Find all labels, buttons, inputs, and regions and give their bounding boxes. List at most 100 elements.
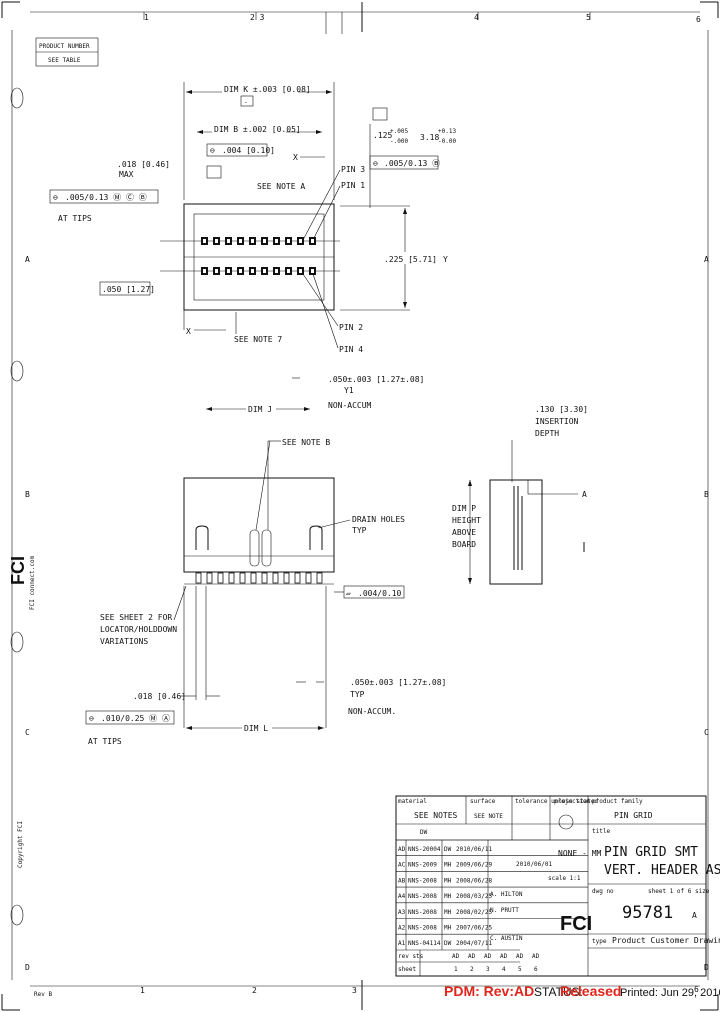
dim-k: DIM K ±.003 [0.08] — [224, 85, 311, 94]
at-tips-front: AT TIPS — [88, 737, 122, 746]
printed-date: Printed: Jun 29, 2010 — [620, 987, 720, 999]
rev-ecn: NNS-20004 — [408, 846, 441, 853]
pin-pad-center — [275, 239, 278, 243]
lead-tail — [294, 572, 301, 584]
lead-row — [195, 572, 323, 584]
position-symbol: ⊖ — [53, 193, 58, 202]
status-label: STATUS: — [534, 985, 583, 999]
zone-top-4: 4 — [474, 13, 479, 22]
drain-holes: DRAIN HOLES — [352, 515, 405, 524]
rev-ecn: NNS-2008 — [408, 909, 437, 916]
row-right-c: C — [704, 728, 709, 737]
pin-pad-center — [251, 239, 254, 243]
top-view: DIM K ±.003 [0.08] - DIM B ±.002 [0.05] … — [49, 82, 456, 414]
rev-letter: AB — [398, 877, 406, 884]
sheet-number-cell: 5 — [518, 966, 522, 973]
brand-vertical: FCI FCI connect.com Copyright FCI — [8, 555, 36, 868]
rev-date: 2008/02/25 — [456, 909, 493, 916]
size-left: .018 [0.46] — [117, 160, 170, 169]
rev-ecn: NNS-2009 — [408, 862, 437, 869]
pitch-row-y1: Y1 — [344, 386, 354, 395]
rev-status-cell: AD — [500, 953, 508, 960]
row-left-b: B — [25, 490, 30, 499]
punch-hole — [10, 87, 24, 109]
tol-b: .004 [0.10] — [222, 146, 275, 155]
insertion-label: INSERTION — [535, 417, 579, 426]
lead-tail — [283, 572, 290, 584]
thickness-tol-bot: -.000 — [390, 138, 408, 145]
dim-p: DIM P — [452, 504, 476, 513]
non-accum-top: NON-ACCUM — [328, 401, 372, 410]
rev-status-cell: AD — [452, 953, 460, 960]
pitch-row: .050±.003 [1.27±.08] — [328, 375, 424, 384]
front-typ: TYP — [350, 690, 365, 699]
zone-top-1: 1 — [144, 13, 149, 22]
rev-ecn: NNS-2008 — [408, 893, 437, 900]
rev-letter: AC — [398, 862, 406, 869]
fci-tagline: FCI connect.com — [29, 555, 36, 610]
datum-x-lower: X — [186, 327, 191, 336]
punch-hole — [10, 631, 24, 653]
rev-by: MH — [444, 909, 452, 916]
coplanarity-symbol: ▱ — [346, 589, 351, 598]
title-label: title — [592, 828, 610, 835]
title-line-1: PIN GRID SMT — [604, 845, 698, 860]
above-label: ABOVE — [452, 528, 476, 537]
size-value: A — [692, 911, 697, 920]
projection-icon — [558, 814, 574, 830]
pin-pad-center — [239, 239, 242, 243]
product-number-value: SEE TABLE — [48, 57, 81, 64]
pin-pad-center — [287, 239, 290, 243]
pin-2: PIN 2 — [339, 323, 363, 332]
non-accum-front: NON-ACCUM. — [348, 707, 396, 716]
locator: LOCATOR/HOLDDOWN — [100, 625, 177, 634]
pin-pad-center — [275, 269, 278, 273]
drain-hole — [309, 525, 323, 550]
type-value: Product Customer Drawing — [612, 936, 720, 945]
dwg-no-label: dwg no — [592, 888, 614, 895]
row-right-b: B — [704, 490, 709, 499]
lead-tail — [217, 572, 224, 584]
datum-box: - — [244, 99, 248, 106]
pitch-left: .050 [1.27] — [102, 285, 155, 294]
coplanarity: .004/0.10 — [358, 589, 402, 598]
scale-ok: NONE - MM — [558, 849, 602, 858]
pin-pad-center — [227, 269, 230, 273]
depth-label: DEPTH — [535, 429, 559, 438]
title-line-2: VERT. HEADER ASSY — [604, 863, 720, 878]
rev-by: DW — [444, 940, 452, 947]
pin-pad-center — [215, 269, 218, 273]
rev-date: 2007/06/25 — [456, 925, 493, 932]
height: .225 [5.71] — [384, 255, 437, 264]
zone-top-5: 5 — [586, 13, 591, 22]
tolerance-label: tolerance unless stated — [515, 798, 598, 805]
lead-tail — [239, 572, 246, 584]
flatness-tol: .005/0.13 Ⓑ — [384, 159, 440, 168]
zone-bottom-3: 3 — [352, 986, 357, 995]
note-a: SEE NOTE A — [257, 182, 305, 191]
thickness-mm-bot: -0.00 — [438, 138, 456, 145]
lead-size: .018 [0.46] — [133, 692, 186, 701]
rev-letter: A2 — [398, 925, 406, 932]
zone-top-6: 6 — [696, 15, 701, 24]
rev-date: 2010/06/11 — [456, 846, 493, 853]
size-left-max: MAX — [119, 170, 134, 179]
position-symbol: ⊖ — [210, 146, 215, 155]
lead-tail — [206, 572, 213, 584]
sheet-number-cell: 6 — [534, 966, 538, 973]
material-value: SEE NOTES — [414, 811, 458, 820]
rev-date: 2004/07/11 — [456, 940, 493, 947]
pin-pad-center — [299, 269, 302, 273]
row-left-a: A — [25, 255, 30, 264]
pin-pad-center — [239, 269, 242, 273]
rev-by: MH — [444, 862, 452, 869]
pin-row-lower — [201, 267, 316, 275]
zone-bottom-2: 2 — [252, 986, 257, 995]
rev-sts-label: rev sts — [398, 953, 424, 960]
pin-pad-center — [311, 269, 314, 273]
projection-label: projection — [554, 798, 591, 805]
sheet-number-cell: 4 — [502, 966, 506, 973]
